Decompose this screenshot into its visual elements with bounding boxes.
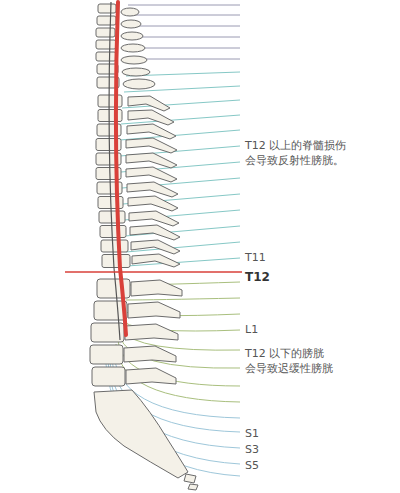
level-label: S1: [245, 426, 305, 441]
level-label: S3: [245, 442, 305, 457]
posterior-elements: [121, 8, 182, 384]
level-label: T12: [245, 270, 305, 285]
level-label: S5: [245, 458, 305, 473]
spinal-cord: [116, 2, 126, 335]
nerve-roots-upper: [128, 5, 240, 59]
level-label: T11: [245, 250, 305, 265]
nerve-roots-thoracic: [120, 72, 240, 266]
nerve-roots-lumbar: [116, 282, 240, 402]
annotation-note: T12 以下的膀胱 会导致迟缓性膀胱: [245, 346, 385, 376]
injury-level-line: [65, 271, 242, 273]
annotation-note: T12 以上的脊髓损伤 会导致反射性膀胱。: [245, 138, 385, 168]
vertebral-bodies: [90, 4, 198, 490]
level-label: L1: [245, 322, 305, 337]
